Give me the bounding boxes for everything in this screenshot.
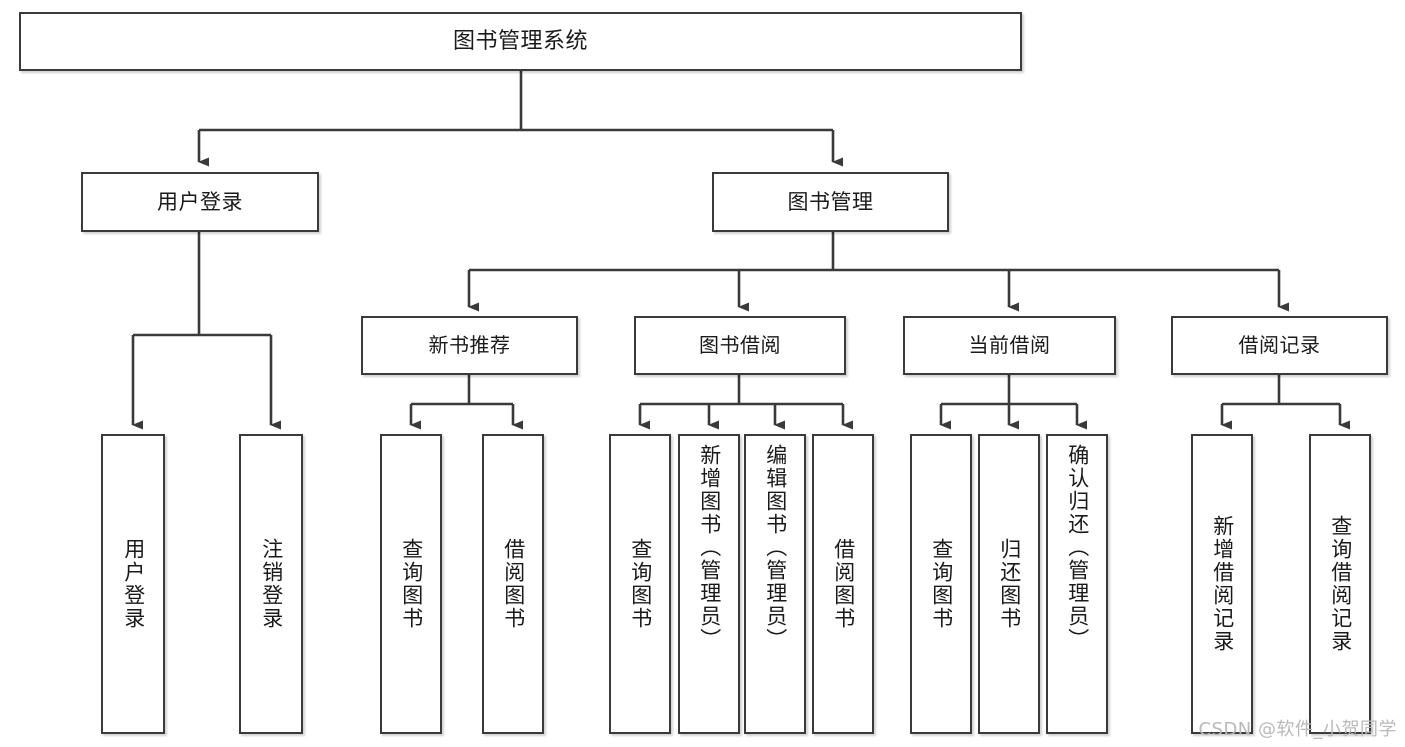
node-leaf-add-book[interactable]: 新增图书（管理员）: [678, 434, 740, 734]
node-leaf-query-record[interactable]: 查询借阅记录: [1309, 434, 1371, 734]
node-leaf-confirm-return[interactable]: 确认归还（管理员）: [1046, 434, 1108, 734]
node-root[interactable]: 图书管理系统: [19, 12, 1022, 71]
node-leaf-query-book-2[interactable]: 查询图书: [609, 434, 671, 734]
node-book-manage[interactable]: 图书管理: [712, 172, 949, 232]
node-leaf-query-book-3-label: 查询图书: [929, 538, 954, 630]
node-new-book-recommend-label: 新书推荐: [428, 332, 511, 357]
node-new-book-recommend[interactable]: 新书推荐: [361, 316, 578, 375]
node-leaf-add-book-label: 新增图书（管理员）: [697, 444, 722, 651]
node-borrow-record-label: 借阅记录: [1238, 332, 1321, 357]
node-user-login-label: 用户登录: [157, 189, 243, 214]
node-leaf-edit-book-label: 编辑图书（管理员）: [763, 444, 788, 651]
node-leaf-query-record-label: 查询借阅记录: [1328, 515, 1353, 653]
node-leaf-add-record[interactable]: 新增借阅记录: [1191, 434, 1253, 734]
node-leaf-borrow-book-1-label: 借阅图书: [501, 538, 526, 630]
node-book-borrow-label: 图书借阅: [699, 332, 781, 357]
node-leaf-query-book-2-label: 查询图书: [628, 538, 653, 630]
node-leaf-edit-book[interactable]: 编辑图书（管理员）: [744, 434, 806, 734]
node-borrow-record[interactable]: 借阅记录: [1171, 316, 1388, 375]
node-leaf-return-book-label: 归还图书: [997, 538, 1022, 630]
node-book-manage-label: 图书管理: [787, 189, 874, 214]
node-leaf-user-login-label: 用户登录: [121, 538, 146, 630]
node-leaf-borrow-book-1[interactable]: 借阅图书: [482, 434, 544, 734]
csdn-watermark: CSDN @软件_小贺同学: [1198, 719, 1397, 740]
node-leaf-query-book-1[interactable]: 查询图书: [380, 434, 442, 734]
node-user-login[interactable]: 用户登录: [81, 172, 319, 232]
node-leaf-borrow-book-2-label: 借阅图书: [831, 538, 856, 630]
node-leaf-confirm-return-label: 确认归还（管理员）: [1065, 444, 1090, 651]
node-book-borrow[interactable]: 图书借阅: [634, 316, 846, 375]
node-leaf-return-book[interactable]: 归还图书: [978, 434, 1040, 734]
node-leaf-query-book-3[interactable]: 查询图书: [910, 434, 972, 734]
node-current-borrow[interactable]: 当前借阅: [903, 316, 1116, 375]
node-root-label: 图书管理系统: [452, 28, 588, 54]
node-leaf-add-record-label: 新增借阅记录: [1210, 515, 1235, 653]
node-leaf-query-book-1-label: 查询图书: [399, 538, 424, 630]
node-leaf-logout[interactable]: 注销登录: [239, 434, 303, 734]
node-leaf-user-login[interactable]: 用户登录: [101, 434, 165, 734]
node-leaf-logout-label: 注销登录: [259, 538, 284, 630]
node-leaf-borrow-book-2[interactable]: 借阅图书: [812, 434, 874, 734]
node-current-borrow-label: 当前借阅: [968, 332, 1051, 357]
